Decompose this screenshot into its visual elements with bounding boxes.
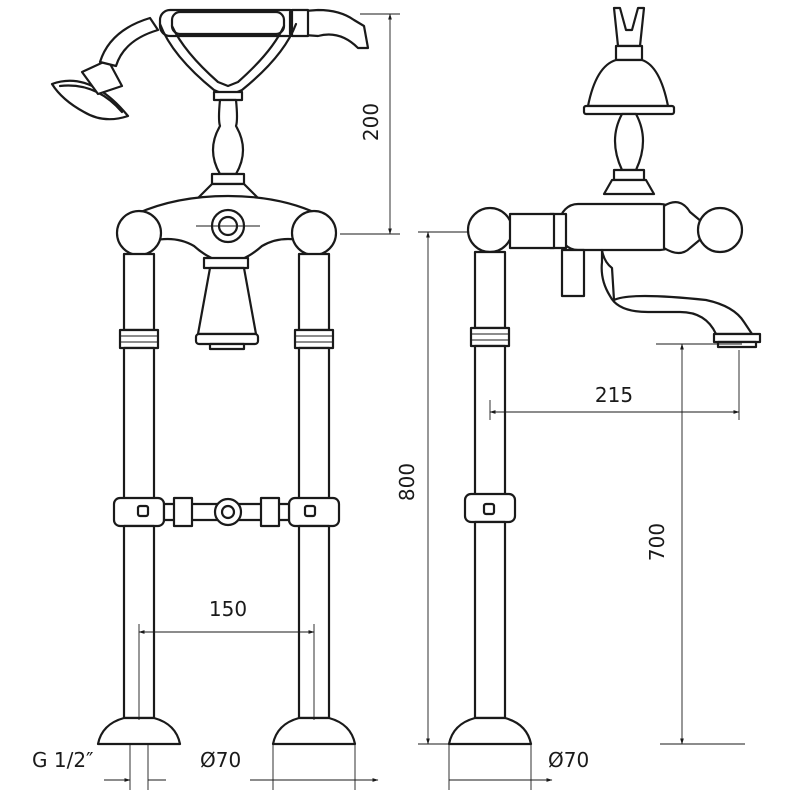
right-leg xyxy=(271,252,357,746)
dim-label-total-height: 800 xyxy=(395,463,419,501)
hand-shower-handset xyxy=(158,8,370,50)
dim-label-base-diameter-side: Ø70 xyxy=(548,748,589,772)
dimension-lines xyxy=(104,13,745,790)
handset-end-view xyxy=(582,6,676,116)
hand-shower-head xyxy=(50,16,160,121)
baluster-column xyxy=(196,98,260,200)
side-leg xyxy=(447,206,556,746)
left-leg xyxy=(96,252,182,746)
mixer-body xyxy=(115,194,338,264)
side-mixer-body xyxy=(548,201,744,255)
front-view xyxy=(50,8,370,746)
spout-front xyxy=(194,256,260,351)
side-baluster-column xyxy=(602,112,656,196)
side-view xyxy=(447,6,762,746)
crossbar-valve xyxy=(136,496,317,528)
dim-label-spout-height: 700 xyxy=(645,523,669,561)
dim-label-thread-size: G 1/2″ xyxy=(32,748,94,772)
hose-connector xyxy=(560,248,586,298)
dim-label-base-diameter-front: Ø70 xyxy=(200,748,241,772)
dim-label-spout-reach: 215 xyxy=(595,383,633,407)
dim-label-leg-spacing: 150 xyxy=(209,597,247,621)
spout-side xyxy=(600,248,762,349)
shower-cradle xyxy=(158,22,298,102)
dim-label-head-height: 200 xyxy=(359,103,383,141)
